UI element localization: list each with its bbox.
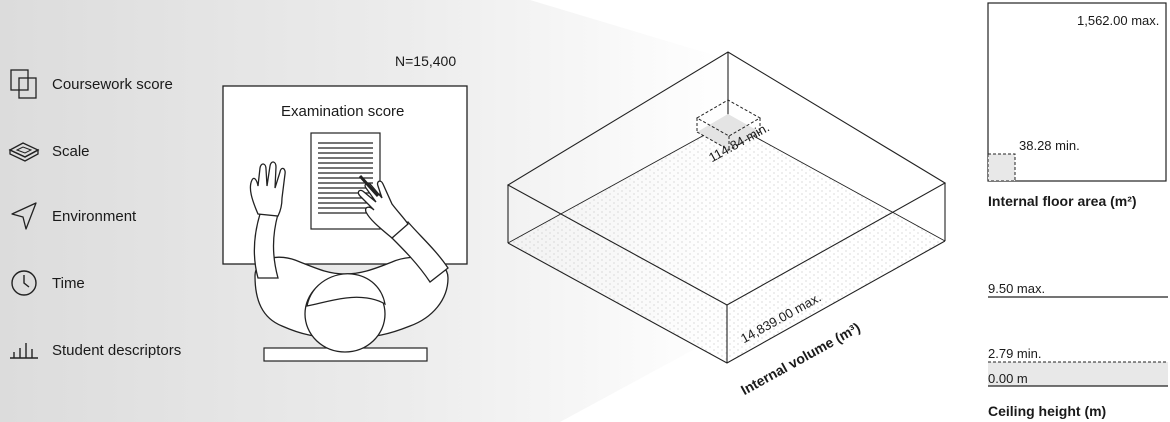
navigation-arrow-icon (11, 202, 37, 230)
legend-label: Time (52, 274, 85, 292)
legend-label: Environment (52, 207, 137, 225)
pen (358, 174, 380, 198)
ceiling-zero-label: 0.00 m (988, 371, 1028, 386)
student-hair (306, 273, 386, 307)
ceiling-height-title: Ceiling height (m) (988, 403, 1107, 419)
ceiling-max-label: 9.50 max. (988, 281, 1046, 296)
ceiling-min-band (988, 362, 1168, 386)
legend-item-environment: Environment (8, 200, 136, 232)
overlapping-squares-icon (10, 69, 37, 99)
student-right-arm (391, 221, 449, 283)
ceiling-min-label: 2.79 min. (988, 346, 1042, 361)
sample-size-label: N=15,400 (395, 53, 457, 69)
floor-max-label: 1,562.00 max. (1077, 13, 1160, 28)
floor-area-title: Internal floor area (m²) (988, 193, 1137, 209)
bar-chart-icon (10, 343, 38, 359)
min-cube-floor (697, 114, 760, 150)
legend-item-student-descriptors: Student descriptors (8, 334, 181, 366)
legend-item-coursework: Coursework score (8, 68, 173, 100)
legend-label: Student descriptors (52, 341, 182, 359)
legend-item-scale: Scale (8, 135, 90, 167)
student-left-hand (249, 161, 286, 217)
exam-title: Examination score (281, 103, 405, 120)
legend-label: Scale (52, 142, 90, 160)
clock-icon (11, 270, 37, 296)
student-left-arm (253, 213, 279, 279)
legend-item-time: Time (8, 267, 85, 299)
student-right-hand (357, 180, 409, 239)
legend: Coursework score Scale Environment Time … (0, 0, 220, 422)
floor-area-max (987, 2, 1167, 182)
rhombus-scale-icon (8, 142, 40, 162)
legend-label: Coursework score (52, 75, 173, 93)
paper-lines (318, 142, 373, 214)
floor-area-min (987, 153, 1016, 182)
floor-min-label: 38.28 min. (1019, 138, 1080, 153)
